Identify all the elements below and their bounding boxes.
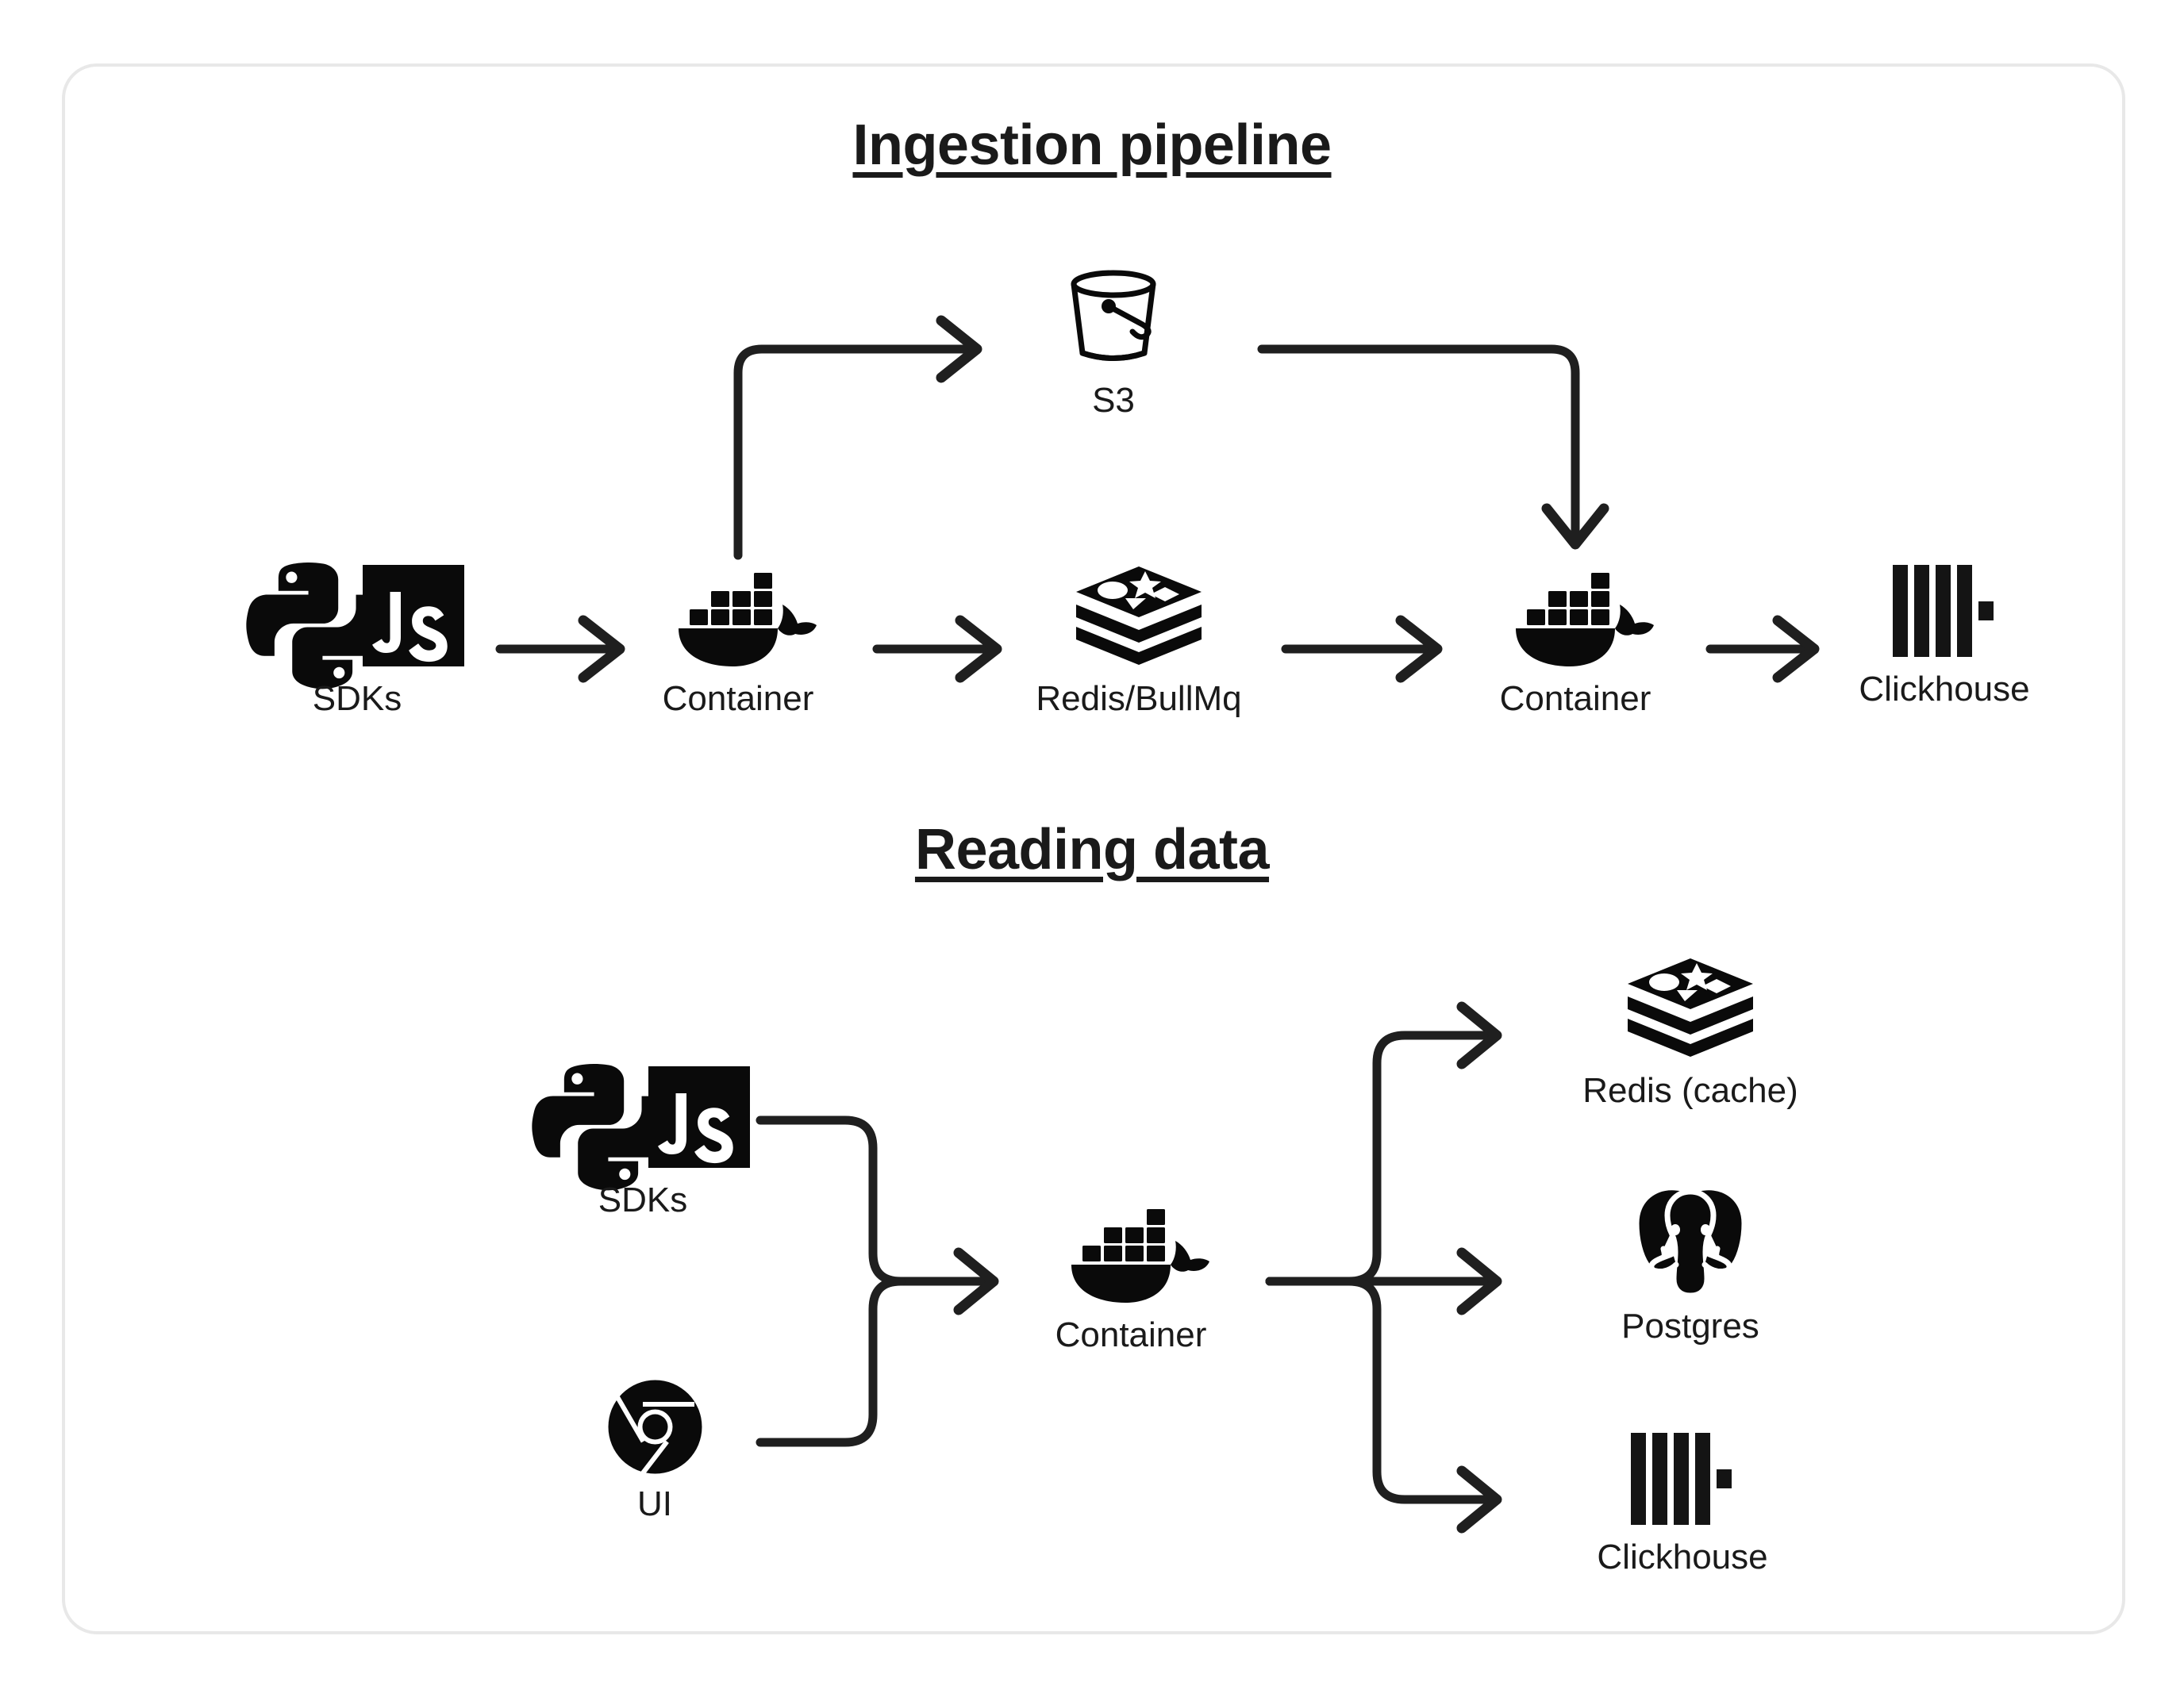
node-clickhouse-reading: Clickhouse bbox=[1548, 1428, 1817, 1576]
node-label: Clickhouse bbox=[1859, 670, 2030, 708]
edge-container-3-to-redis-cache bbox=[1265, 1001, 1502, 1286]
postgres-elephant-icon bbox=[1627, 1184, 1754, 1299]
section-title-reading: Reading data bbox=[914, 818, 1270, 881]
node-label: Container bbox=[1055, 1315, 1207, 1354]
node-ui: UI bbox=[563, 1377, 746, 1522]
node-label: Clickhouse bbox=[1597, 1538, 1768, 1576]
edge-sdks-ui-merge-to-container-3 bbox=[756, 1115, 999, 1447]
redis-icon bbox=[1071, 560, 1206, 671]
node-label: Redis/BullMq bbox=[1036, 679, 1242, 718]
node-redis-bullmq: Redis/BullMq bbox=[1020, 560, 1258, 717]
edge-container-3-to-clickhouse-2 bbox=[1265, 1277, 1502, 1534]
node-postgres: Postgres bbox=[1555, 1184, 1825, 1345]
edge-redis-to-container-2 bbox=[1281, 615, 1443, 683]
node-container-3: Container bbox=[1032, 1196, 1230, 1354]
node-label: Container bbox=[1499, 679, 1651, 718]
clickhouse-icon bbox=[1615, 1428, 1750, 1530]
edge-container-1-to-redis bbox=[872, 615, 1002, 683]
node-label: UI bbox=[637, 1484, 672, 1523]
edge-container-1-to-s3 bbox=[733, 315, 982, 560]
redis-icon bbox=[1623, 952, 1758, 1063]
diagram-card bbox=[62, 63, 2125, 1634]
edge-container-3-to-postgres bbox=[1265, 1247, 1502, 1315]
node-label: SDKs bbox=[598, 1181, 688, 1219]
s3-bucket-icon bbox=[1050, 262, 1177, 373]
chrome-icon bbox=[606, 1377, 705, 1476]
node-redis-cache: Redis (cache) bbox=[1540, 952, 1841, 1109]
edge-s3-to-container-2 bbox=[1257, 344, 1609, 550]
python-js-sdk-icon bbox=[242, 560, 472, 689]
node-label: Postgres bbox=[1621, 1307, 1759, 1346]
node-container-2: Container bbox=[1476, 560, 1675, 717]
node-label: Redis (cache) bbox=[1582, 1071, 1798, 1110]
docker-whale-icon bbox=[1500, 560, 1654, 671]
node-sdks-reading: SDKs bbox=[524, 1062, 762, 1219]
edge-container-2-to-clickhouse bbox=[1705, 615, 1820, 683]
node-s3: S3 bbox=[1022, 262, 1205, 419]
docker-whale-icon bbox=[663, 560, 817, 671]
section-title-ingestion: Ingestion pipeline bbox=[852, 113, 1332, 177]
edge-sdks-to-container-1 bbox=[495, 615, 625, 683]
node-label: S3 bbox=[1092, 381, 1135, 420]
node-clickhouse-ingestion: Clickhouse bbox=[1825, 560, 2063, 708]
node-label: Container bbox=[662, 679, 814, 718]
node-label: SDKs bbox=[312, 679, 402, 718]
docker-whale-icon bbox=[1055, 1196, 1209, 1307]
node-sdks-ingestion: SDKs bbox=[238, 560, 476, 717]
clickhouse-icon bbox=[1877, 560, 2012, 662]
python-js-sdk-icon bbox=[528, 1062, 758, 1191]
node-container-1: Container bbox=[639, 560, 837, 717]
